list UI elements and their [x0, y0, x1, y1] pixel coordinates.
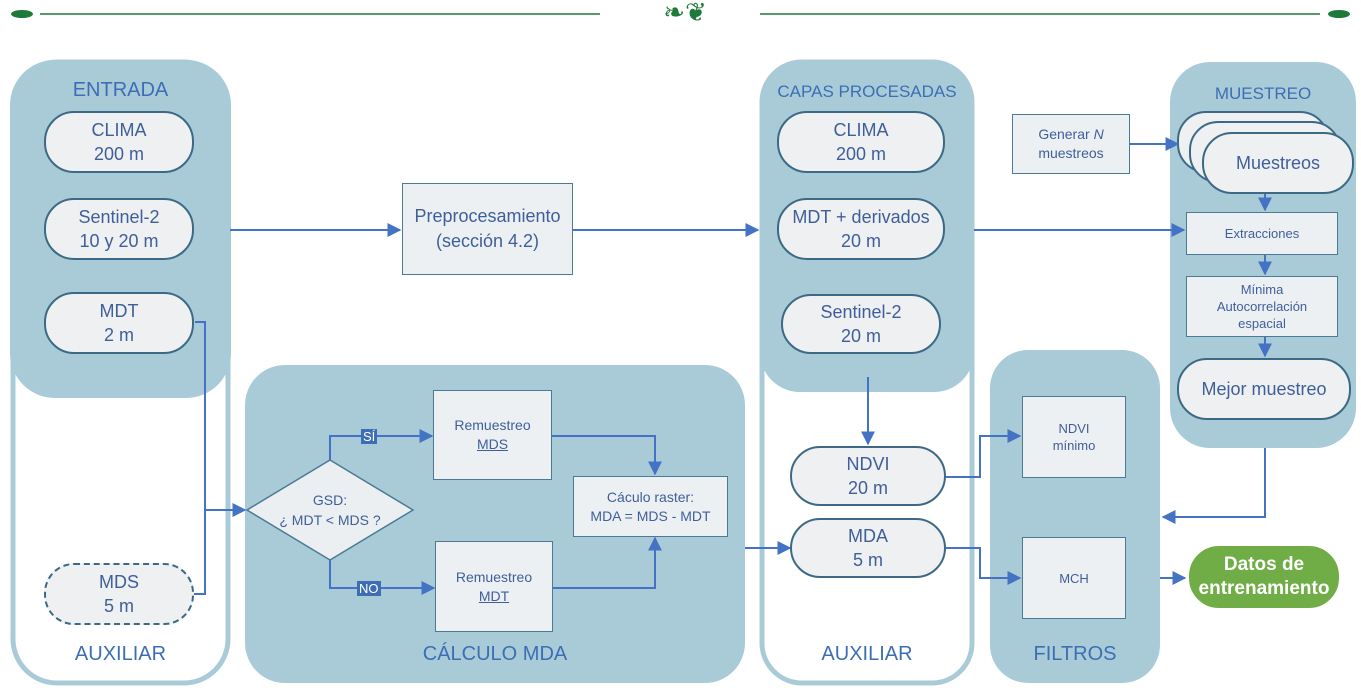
leaf-left-icon	[11, 10, 33, 18]
gsd-question: ¿ MDT < MDS ?	[279, 512, 381, 528]
node-mejor-muestreo: Mejor muestreo	[1177, 358, 1351, 420]
node-sublabel: 200 m	[93, 144, 145, 164]
node-label-2: Autocorrelación	[1216, 299, 1308, 314]
node-sublabel: 20 m	[840, 326, 882, 346]
gsd-label: GSD:	[312, 492, 348, 508]
panel-title-muestreo: MUESTREO	[1214, 84, 1312, 103]
node-label: CLIMA	[833, 120, 889, 140]
node-label: MDT + derivados	[792, 207, 930, 227]
panel-title-calculo-mda: CÁLCULO MDA	[422, 643, 568, 665]
node-sublabel: 200 m	[835, 144, 887, 164]
node-minima-autocorrelacion: Mínima Autocorrelación espacial	[1186, 276, 1338, 337]
node-datos-entrenamiento: Datos de entrenamiento	[1187, 544, 1341, 610]
arrow-gsd-yes	[329, 429, 434, 460]
node-label: MCH	[1059, 570, 1089, 586]
node-clima-entrada: CLIMA 200 m	[44, 111, 194, 173]
node-remuestreo-mds: Remuestreo MDS	[433, 390, 552, 480]
node-sublabel: 2 m	[103, 325, 134, 345]
panel-title-entrada: ENTRADA	[72, 79, 169, 101]
node-label: MDS	[99, 572, 139, 592]
node-label: NDVI	[1058, 421, 1090, 436]
label-no: NO	[357, 580, 381, 598]
node-label-3: espacial	[1238, 316, 1286, 331]
yes-tag: SÍ	[361, 429, 378, 444]
node-label: Sentinel-2	[820, 302, 902, 322]
connectors	[193, 137, 1272, 595]
generar-text: Generar	[1038, 126, 1094, 142]
node-sublabel: 20 m	[847, 478, 889, 498]
node-label: Extracciones	[1224, 226, 1300, 241]
node-sublabel: entrenamiento	[1198, 578, 1330, 599]
gsd-decision-text: GSD: ¿ MDT < MDS ?	[262, 490, 398, 530]
node-label: Remuestreo	[454, 417, 531, 433]
node-clima-capas: CLIMA 200 m	[777, 111, 945, 173]
node-sentinel-capas: Sentinel-2 20 m	[781, 294, 941, 354]
node-label: MDT	[99, 301, 139, 321]
node-sublabel: MDA = MDS - MDT	[590, 507, 711, 524]
label-yes: SÍ	[361, 428, 378, 446]
node-label: NDVI	[846, 454, 890, 474]
node-label: CLIMA	[91, 120, 147, 140]
node-mda: MDA 5 m	[790, 518, 946, 578]
node-ndvi: NDVI 20 m	[790, 446, 946, 506]
node-label: Datos de	[1223, 554, 1305, 575]
ornament-flourish-icon: ❧❦	[663, 0, 707, 27]
node-label: Mejor muestreo	[1201, 379, 1327, 399]
leaf-right-icon	[1328, 10, 1350, 18]
line-mds-gsd	[193, 510, 206, 595]
node-sublabel: (sección 4.2)	[435, 231, 540, 251]
node-generar-muestreos: Generar N muestreos	[1012, 114, 1130, 174]
panel-title-auxiliar-left: AUXILIAR	[74, 643, 167, 665]
node-preprocesamiento: Preprocesamiento (sección 4.2)	[402, 183, 573, 275]
node-label: Remuestreo	[455, 568, 533, 585]
node-muestreos: Muestreos	[1202, 132, 1354, 194]
node-label: Preprocesamiento	[414, 206, 561, 226]
node-extracciones: Extracciones	[1186, 212, 1338, 255]
panel-title-auxiliar-mid: AUXILIAR	[821, 643, 913, 665]
node-label: Muestreos	[1235, 153, 1321, 173]
node-sublabel: 5 m	[103, 596, 134, 616]
node-sublabel: MDS	[476, 436, 509, 452]
node-label: MDA	[848, 526, 888, 546]
node-ndvi-minimo: NDVI mínimo	[1022, 396, 1126, 478]
generar-n: N	[1093, 126, 1104, 142]
node-mdt-entrada: MDT 2 m	[44, 292, 194, 354]
node-remuestreo-mdt: Remuestreo MDT	[435, 541, 553, 632]
header-ornament	[11, 10, 1350, 18]
panel-calculo-mda	[245, 365, 745, 683]
node-calculo-raster: Cáculo raster: MDA = MDS - MDT	[573, 476, 728, 537]
generar-line: Generar N	[1038, 125, 1103, 144]
arrow-mdt-gsd	[195, 321, 247, 517]
arrow-mda-mch	[945, 547, 1022, 585]
arrow-ndvi-filtro	[945, 429, 1022, 478]
node-label: Mínima	[1240, 282, 1284, 297]
node-mch: MCH	[1022, 537, 1126, 619]
arrow-gsd-no	[329, 560, 436, 595]
node-sublabel: MDT	[478, 587, 510, 604]
node-sublabel: 20 m	[840, 231, 882, 251]
arrow-mejor-filtros	[1161, 448, 1266, 524]
node-sublabel: mínimo	[1052, 438, 1096, 453]
node-label: Cáculo raster:	[606, 488, 695, 505]
arrow-remdt-raster	[553, 536, 662, 589]
node-sublabel: 5 m	[852, 550, 883, 570]
node-sublabel: 10 y 20 m	[79, 231, 159, 251]
node-mdt-derivados: MDT + derivados 20 m	[777, 198, 945, 260]
generar-sublabel: muestreos	[1038, 145, 1104, 161]
panel-title-filtros: FILTROS	[1033, 643, 1117, 665]
panel-title-capas-procesadas: CAPAS PROCESADAS	[777, 82, 957, 101]
node-mds-auxiliar: MDS 5 m	[44, 563, 194, 625]
node-sentinel-entrada: Sentinel-2 10 y 20 m	[44, 198, 194, 260]
no-tag: NO	[357, 581, 381, 596]
arrow-remds-raster	[552, 435, 662, 476]
node-label: Sentinel-2	[78, 207, 160, 227]
